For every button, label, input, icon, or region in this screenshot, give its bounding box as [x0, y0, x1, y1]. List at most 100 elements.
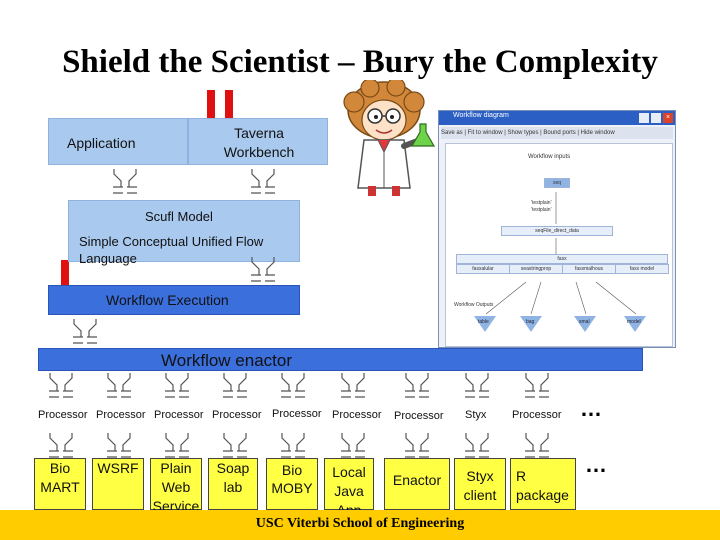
- service-box-r-package: R package: [510, 458, 576, 510]
- service-line1: WSRF: [97, 460, 139, 476]
- workflow-enactor-label: Workflow enactor: [161, 351, 293, 370]
- output-label: table: [478, 319, 489, 325]
- window-title: Workflow diagram: [453, 112, 509, 119]
- output-triangle-smal[interactable]: [574, 316, 596, 332]
- workflow-inputs-label: Workflow inputs: [528, 154, 571, 160]
- connector-execution: [72, 318, 98, 344]
- workflow-execution-bar: Workflow Execution: [48, 285, 300, 315]
- service-box-styx-client: Styx client: [454, 458, 506, 510]
- connector-service-7: [404, 432, 430, 458]
- application-box: Application: [48, 118, 188, 165]
- test-label-1: 'testplain': [531, 200, 552, 206]
- connector-service-1: [48, 432, 74, 458]
- connector-service-9: [524, 432, 550, 458]
- workflow-canvas: Workflow inputs seq 'testplain' 'testpla…: [445, 143, 673, 347]
- service-line2: lab: [223, 479, 243, 495]
- connector-taverna: [250, 168, 276, 194]
- taverna-label-line1: Taverna: [234, 125, 284, 141]
- connector-service-6: [340, 432, 366, 458]
- service-box-plain-web-service: Plain Web Service: [150, 458, 202, 514]
- connector-enactor-1: [48, 372, 74, 398]
- workflow-execution-label: Workflow Execution: [106, 292, 229, 308]
- workflow-diagram-window: Workflow diagram × Save as | Fit to wind…: [438, 110, 676, 348]
- scufl-line2: Language: [79, 251, 137, 266]
- scientist-illustration: [343, 80, 436, 196]
- connector-service-3: [164, 432, 190, 458]
- connector-enactor-2: [106, 372, 132, 398]
- service-line2: package: [516, 487, 569, 503]
- taverna-workbench-box: Taverna Workbench: [188, 118, 328, 165]
- connector-service-8: [464, 432, 490, 458]
- fasx-col[interactable]: fasx model: [615, 264, 669, 274]
- service-box-soaplab: Soap lab: [208, 458, 258, 510]
- application-label: Application: [67, 135, 136, 151]
- service-line1: R: [516, 468, 527, 484]
- service-box-biomart: Bio MART: [34, 458, 86, 510]
- red-marker-left: [61, 260, 69, 295]
- processor-label: Processor: [96, 409, 146, 421]
- service-line2: MOBY: [271, 480, 313, 496]
- connector-enactor-6: [340, 372, 366, 398]
- connector-enactor-8: [464, 372, 490, 398]
- connector-enactor-4: [222, 372, 248, 398]
- output-triangle-model[interactable]: [624, 316, 646, 332]
- footer-band: [0, 510, 720, 540]
- processor-label: Processor: [154, 409, 204, 421]
- window-titlebar: Workflow diagram ×: [439, 111, 675, 125]
- processor-label: Processor: [212, 409, 262, 421]
- scufl-title: Scufl Model: [145, 209, 213, 224]
- window-toolbar[interactable]: Save as | Fit to window | Show types | B…: [441, 127, 673, 139]
- connector-service-2: [106, 432, 132, 458]
- window-maximize-icon[interactable]: [651, 113, 661, 123]
- service-line2: MART: [40, 479, 80, 495]
- red-marker-top-left: [207, 90, 215, 120]
- connector-service-5: [280, 432, 306, 458]
- service-line2: Web: [161, 479, 191, 495]
- connector-enactor-5: [280, 372, 306, 398]
- service-box-local-java-app: Local Java App: [324, 458, 374, 518]
- taverna-label-line2: Workbench: [223, 144, 295, 160]
- workflow-enactor-bar: Workflow enactor: [38, 348, 643, 371]
- service-box-enactor: Enactor: [384, 458, 450, 510]
- window-close-icon[interactable]: ×: [663, 113, 673, 123]
- connector-enactor-9: [524, 372, 550, 398]
- service-line2: Java: [334, 483, 364, 499]
- output-label: model: [627, 319, 641, 325]
- window-minimize-icon[interactable]: [639, 113, 649, 123]
- red-marker-top-right: [225, 90, 233, 120]
- output-triangle-bag[interactable]: [520, 316, 542, 332]
- scufl-model-box: Scufl Model Simple Conceptual Unified Fl…: [68, 200, 300, 266]
- test-label-2: 'testplain': [531, 207, 552, 213]
- processor-label-styx: Styx: [465, 409, 487, 421]
- ellipsis-services: …: [585, 452, 607, 477]
- output-triangle-table[interactable]: [474, 316, 496, 332]
- output-label: bag: [526, 319, 535, 325]
- service-line1: Soap: [216, 460, 250, 476]
- fasx-col[interactable]: fasxmalhous: [562, 264, 616, 274]
- service-line1: Enactor: [392, 472, 442, 488]
- fasx-col[interactable]: fasxalular: [456, 264, 510, 274]
- service-box-biomoby: Bio MOBY: [266, 458, 318, 510]
- scufl-line1: Simple Conceptual Unified Flow: [79, 234, 264, 249]
- workflow-outputs-label: Workflow Outputs: [454, 302, 494, 308]
- service-line1: Local: [332, 464, 366, 480]
- processor-label: Processor: [272, 408, 322, 420]
- seq-node[interactable]: seq: [544, 178, 570, 188]
- service-line1: Plain: [160, 460, 192, 476]
- direct-data-node[interactable]: seqFile_direct_data: [501, 226, 613, 236]
- connector-application: [112, 168, 138, 194]
- fasx-col[interactable]: seastringprop: [509, 264, 563, 274]
- connector-service-4: [222, 432, 248, 458]
- footer-label: USC Viterbi School of Engineering: [255, 516, 465, 531]
- service-line1: Bio: [49, 460, 71, 476]
- ellipsis-processors: …: [580, 396, 602, 421]
- processor-label: Processor: [512, 409, 562, 421]
- service-line2: client: [463, 487, 497, 503]
- processor-label: Processor: [38, 409, 88, 421]
- connector-scufl: [250, 256, 276, 282]
- service-line1: Bio: [281, 462, 303, 478]
- connector-enactor-7: [404, 372, 430, 398]
- fasx-node[interactable]: fasx: [456, 254, 668, 264]
- connector-enactor-3: [164, 372, 190, 398]
- processor-label: Processor: [332, 409, 382, 421]
